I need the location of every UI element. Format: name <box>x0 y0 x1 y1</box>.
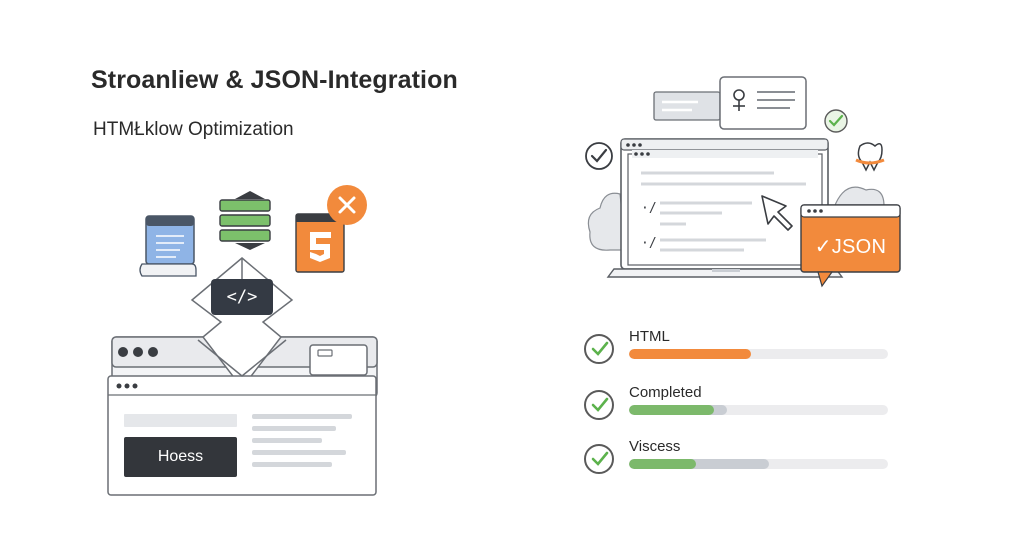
progress-fill <box>629 405 715 415</box>
check-circle-icon <box>584 390 614 420</box>
code-icon: </> <box>211 279 273 315</box>
code-chip-label: </> <box>226 287 258 307</box>
json-badge-window <box>800 204 901 288</box>
progress-item-html: HTML <box>582 328 902 368</box>
layers-stack-icon <box>219 191 271 250</box>
tooth-icon <box>855 142 885 172</box>
message-card <box>653 91 721 121</box>
card-action-button[interactable]: Hoess <box>124 437 237 477</box>
editor-mark: ·/ <box>641 236 657 251</box>
progress-label: Viscess <box>629 438 681 455</box>
progress-item-viscess: Viscess <box>582 438 902 478</box>
check-circle-icon <box>824 109 848 133</box>
check-circle-icon <box>585 142 613 170</box>
front-browser-window <box>107 375 377 496</box>
check-circle-icon <box>584 444 614 474</box>
person-card-icon <box>719 76 807 130</box>
close-icon <box>327 185 367 225</box>
check-circle-icon <box>584 334 614 364</box>
progress-track <box>629 459 888 469</box>
progress-label: Completed <box>629 384 702 401</box>
progress-fill <box>629 459 697 469</box>
editor-mark: ·/ <box>641 201 657 216</box>
html5-icon <box>295 213 345 273</box>
page-title: Stroanliew & JSON-Integration <box>91 66 458 94</box>
progress-track <box>629 405 888 415</box>
progress-item-completed: Completed <box>582 384 902 424</box>
json-badge: ✓JSON <box>801 220 900 272</box>
document-icon <box>139 215 197 277</box>
cursor-arrow-icon <box>761 195 793 231</box>
laptop <box>606 138 844 278</box>
progress-list: HTML Completed Viscess <box>582 328 902 488</box>
chevron-down-icon <box>197 339 287 377</box>
progress-label: HTML <box>629 328 670 345</box>
progress-secondary-fill <box>629 459 769 469</box>
json-badge-label: ✓JSON <box>814 235 887 258</box>
page-subtitle: HTMŁklow Optimization <box>93 119 294 140</box>
progress-fill <box>629 349 751 359</box>
progress-track <box>629 349 888 359</box>
